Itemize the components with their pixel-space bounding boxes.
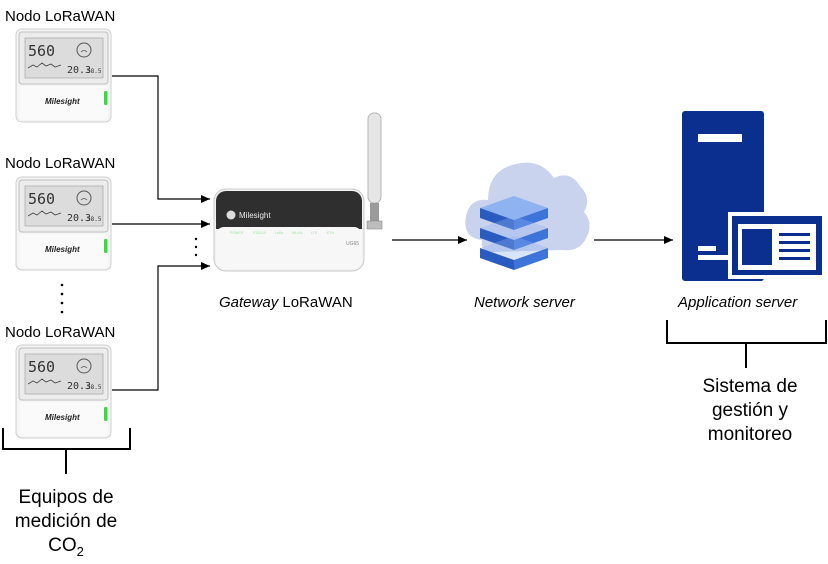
node-device-1: 560 20.3 58.5 Milesight xyxy=(15,28,112,123)
gateway-led-label-1: STATUS xyxy=(253,231,267,235)
node-1-led xyxy=(104,91,108,105)
network-server-label: Network server xyxy=(474,294,575,311)
node-3-label: Nodo LoRaWAN xyxy=(5,324,116,341)
application-server-icon xyxy=(682,111,826,281)
equipment-co: CO xyxy=(48,535,77,556)
equipment-line-1: Equipos de xyxy=(18,487,114,508)
equipment-bracket xyxy=(2,428,131,474)
equipment-co-subscript: 2 xyxy=(76,543,84,559)
node-1-lcd-reading: 560 xyxy=(28,42,55,60)
server-stack xyxy=(480,196,548,270)
node-device-3: 560 20.3 58.5 Milesight xyxy=(15,344,112,439)
gateway-label: Gateway LoRaWAN xyxy=(219,294,353,311)
gateway-ellipsis-dots xyxy=(194,237,198,257)
gateway-led-label-2: LoRa xyxy=(275,231,283,235)
node-2-lcd-reading: 560 xyxy=(28,190,55,208)
gateway-antenna xyxy=(367,112,382,204)
link-node3-gateway xyxy=(112,262,210,391)
node-2-lcd-hum: 58.5 xyxy=(87,216,102,223)
node-2-label: Nodo LoRaWAN xyxy=(5,155,116,172)
node-3-brand: Milesight xyxy=(45,413,80,422)
node-3-lcd-hum: 58.5 xyxy=(87,384,102,391)
node-1-lcd-temp: 20.3 xyxy=(67,65,91,76)
gateway-led-label-3: WLAN xyxy=(292,231,303,235)
management-bracket xyxy=(666,320,827,368)
equipment-line-2: medición de xyxy=(14,511,118,532)
node-3-led xyxy=(104,407,108,421)
network-server-icon xyxy=(465,162,590,270)
node-1-brand: Milesight xyxy=(45,97,80,106)
gateway-model: UG65 xyxy=(346,241,359,247)
equipment-group-label: Equipos de medición de CO2 xyxy=(0,486,132,564)
link-node1-gateway xyxy=(112,75,210,203)
equipment-line-3: CO2 xyxy=(0,534,132,564)
management-line-3: monitoreo xyxy=(707,424,793,445)
node-ellipsis-dots xyxy=(60,283,64,314)
node-1-label: Nodo LoRaWAN xyxy=(5,8,116,25)
node-1-lcd-hum: 58.5 xyxy=(87,68,102,75)
management-line-2: gestión y xyxy=(711,400,789,421)
gateway-label-italic: Gateway xyxy=(219,294,279,311)
node-device-2: 560 20.3 58.5 Milesight xyxy=(15,176,112,271)
gateway-brand: Milesight xyxy=(239,211,271,220)
gateway-label-rest: LoRaWAN xyxy=(278,294,353,311)
gateway-led-label-5: ETH xyxy=(327,231,334,235)
gateway-led-label-4: LTE xyxy=(311,231,318,235)
application-server-label: Application server xyxy=(678,294,798,311)
management-group-label: Sistema de gestión y monitoreo xyxy=(680,375,820,447)
node-2-lcd-temp: 20.3 xyxy=(67,213,91,224)
node-3-lcd-temp: 20.3 xyxy=(67,381,91,392)
gateway-led-label-0: POWER xyxy=(230,231,244,235)
node-2-brand: Milesight xyxy=(45,245,80,254)
management-line-1: Sistema de xyxy=(702,376,798,397)
node-2-led xyxy=(104,239,108,253)
node-3-lcd-reading: 560 xyxy=(28,358,55,376)
gateway-device: Milesight POWER STATUS LoRa WLAN LTE ETH… xyxy=(213,112,383,272)
